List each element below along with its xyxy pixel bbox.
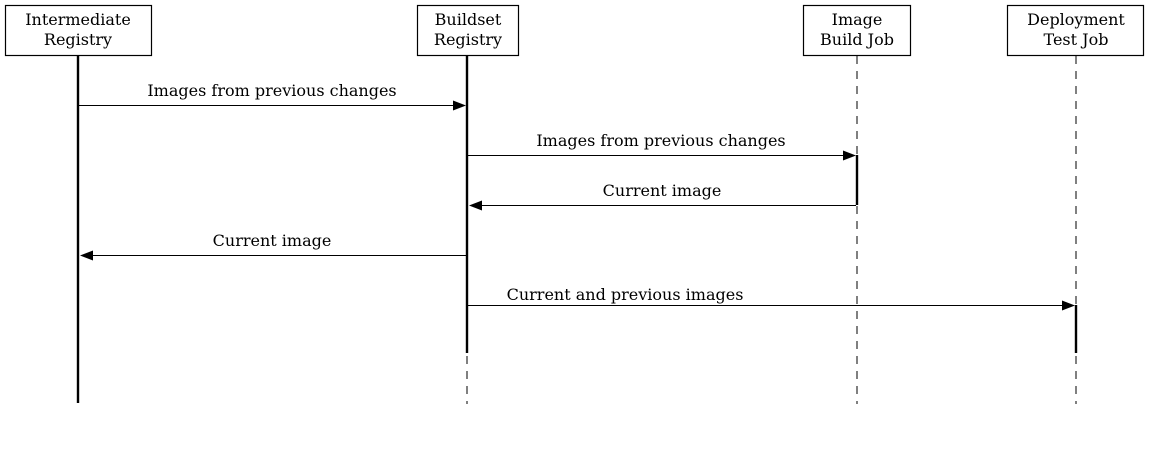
actor-label-line2: Registry — [44, 30, 112, 49]
message-4: Current image — [80, 231, 466, 261]
arrowhead-icon — [453, 100, 466, 111]
message-label: Images from previous changes — [147, 81, 396, 100]
arrowhead-icon — [469, 200, 482, 211]
arrowhead-icon — [80, 250, 93, 261]
message-5: Current and previous images — [468, 285, 1075, 311]
message-label: Current and previous images — [507, 285, 744, 304]
message-label: Images from previous changes — [536, 131, 785, 150]
message-2: Images from previous changes — [468, 131, 856, 161]
actor-image-build-job: Image Build Job — [802, 4, 912, 57]
lifelines — [76, 55, 1078, 404]
arrowhead-icon — [843, 150, 856, 161]
actor-label-line2: Build Job — [820, 30, 894, 49]
actor-label-line1: Image — [832, 10, 883, 29]
message-3: Current image — [469, 181, 856, 211]
message-1: Images from previous changes — [79, 81, 466, 111]
actor-intermediate-registry: Intermediate Registry — [4, 4, 153, 57]
arrowhead-icon — [1062, 300, 1075, 311]
actor-label-line2: Test Job — [1044, 30, 1109, 49]
actor-label-line1: Buildset — [435, 10, 502, 29]
actor-label-line1: Intermediate — [25, 10, 131, 29]
actor-buildset-registry: Buildset Registry — [416, 4, 520, 57]
message-label: Current image — [603, 181, 722, 200]
actor-label-line1: Deployment — [1027, 10, 1125, 29]
message-label: Current image — [213, 231, 332, 250]
actor-deployment-test-job: Deployment Test Job — [1006, 4, 1145, 57]
actor-label-line2: Registry — [434, 30, 502, 49]
